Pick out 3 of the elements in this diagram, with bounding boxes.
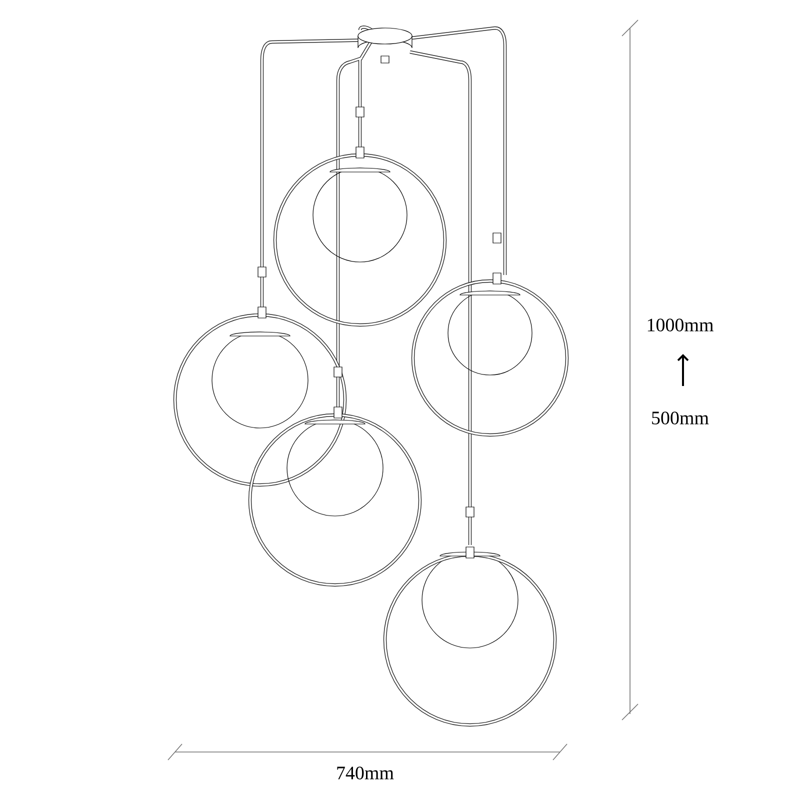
dimension-label: 500mm [652, 412, 709, 424]
dimension-label: 1000mm [648, 318, 714, 332]
dimension-label: 740mm [337, 766, 394, 780]
